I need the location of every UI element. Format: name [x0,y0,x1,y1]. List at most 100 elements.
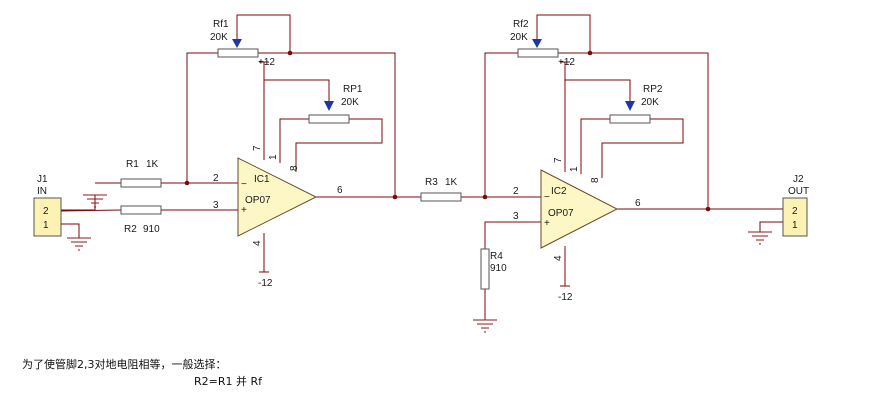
wire-j1-pin2-to-r1 [61,182,121,211]
resistor-rf2 [517,48,559,58]
connector-j1 [33,197,62,237]
supply-bars [259,61,570,287]
ground-symbol-j2 [748,231,772,245]
wire-j1-pin1-ground [61,223,80,238]
ic1-vpos-label: +12 [258,57,275,68]
ic1-designator: IC1 [254,174,270,185]
ic2-pin-vpos: 7 [553,157,564,163]
r4-designator: R4 [490,251,503,262]
wiper-arrow-rp1 [324,101,334,111]
wire-rf1-right [258,52,396,197]
ic2-designator: IC2 [551,186,567,197]
r2-designator: R2 [124,224,137,235]
j2-pin-top: 2 [792,206,798,217]
junction-rf2 [587,50,593,56]
wire-rf1-wiper-loop [236,14,291,53]
wires [60,14,783,320]
r3-value: 1K [445,177,458,188]
rf1-designator: Rf1 [213,19,229,30]
ic2-pin-vneg: 4 [553,255,564,261]
resistor-r3 [420,192,462,202]
rp2-designator: RP2 [643,84,663,95]
rf2-value: 20K [510,32,528,43]
ic1-vneg-label: -12 [258,278,273,289]
resistor-r2 [120,205,162,215]
j1-pin-top: 2 [43,206,49,217]
ic2-pin-noninv: 3 [513,211,519,222]
r1-designator: R1 [126,159,139,170]
wire-pin3-to-r4 [484,221,541,249]
wiper-arrow-rp2 [625,101,635,111]
junction-out1 [392,194,398,200]
ic1-part: OP07 [245,195,271,206]
junction-node-b [482,194,488,200]
junctions [184,50,711,212]
wire-vpos2-to-rp2 [565,79,631,106]
wire-rp2-left [580,118,610,174]
wiper-arrows [232,39,635,111]
rp1-value: 20K [341,97,359,108]
wire-feedback1-left [186,52,218,183]
r3-designator: R3 [425,177,438,188]
ground-symbol-j1 [67,237,91,251]
note-line1-part-c: 对地电阻相等，一般选择： [95,357,227,371]
ic1-pin-noninv: 3 [213,200,219,211]
opamp-ic2 [540,169,619,249]
note-line1: 为了使管脚2,3对地电阻相等，一般选择： [22,357,227,371]
ic2-minus-sign: − [544,192,550,203]
resistor-rf1 [217,48,259,58]
rf1-value: 20K [210,32,228,43]
wire-rp2-right [601,118,684,178]
wiper-arrow-rf1 [232,39,242,48]
j2-pin-bottom: 1 [792,220,798,231]
connector-j2 [782,197,808,237]
ic2-vpos-label: +12 [558,57,575,68]
wire-rp1-left [279,118,309,163]
ic1-pin-inv: 2 [213,173,219,184]
note-line2: R2=R1 并 Rf [194,374,263,388]
rf2-designator: Rf2 [513,19,529,30]
j2-name: OUT [788,186,809,197]
note-line1-part-a: 为了使管脚 [22,357,77,371]
wire-j1-to-r2 [60,209,122,212]
rp1-designator: RP1 [343,84,363,95]
ic1-minus-sign: − [241,179,247,190]
wire-feedback2-left [484,52,518,197]
wire-rf2-right [558,52,709,209]
resistors [120,48,651,290]
j1-designator: J1 [37,174,48,185]
ic1-pin-null8: 8 [289,165,300,171]
resistor-r4 [480,248,490,290]
ic1-pin-out: 6 [337,185,343,196]
ic2-pin-out: 6 [635,198,641,209]
resistor-r1 [120,178,162,188]
note-line1-part-b: 2,3 [77,358,95,371]
ic2-pin-inv: 2 [513,186,519,197]
junction-out2 [705,206,711,212]
ic2-pin-null1: 1 [569,166,580,172]
ic2-vneg-label: -12 [558,292,573,303]
connectors [33,197,808,237]
ic1-plus-sign: + [241,205,247,216]
j1-name: IN [37,186,47,197]
ground-symbol-r1 [83,194,107,208]
resistor-rp2 [609,114,651,124]
grounds [67,194,772,333]
opamp-signs: − + − + [241,179,550,229]
ic1-pin-vpos: 7 [252,145,263,151]
wire-rp1-right [295,118,383,172]
wire-j2-ground [759,221,783,232]
wire-vpos1-to-rp1 [264,79,330,106]
junction-node-a [184,180,190,186]
j2-designator: J2 [793,174,804,185]
ground-symbol-r4 [473,319,497,333]
ic2-pin-null8: 8 [590,177,601,183]
r1-value: 1K [146,159,159,170]
r2-value: 910 [143,224,160,235]
ic1-pin-vneg: 4 [252,240,263,246]
ic1-pin-null1: 1 [268,154,279,160]
wiper-arrow-rf2 [532,39,542,48]
junction-rf1 [287,50,293,56]
